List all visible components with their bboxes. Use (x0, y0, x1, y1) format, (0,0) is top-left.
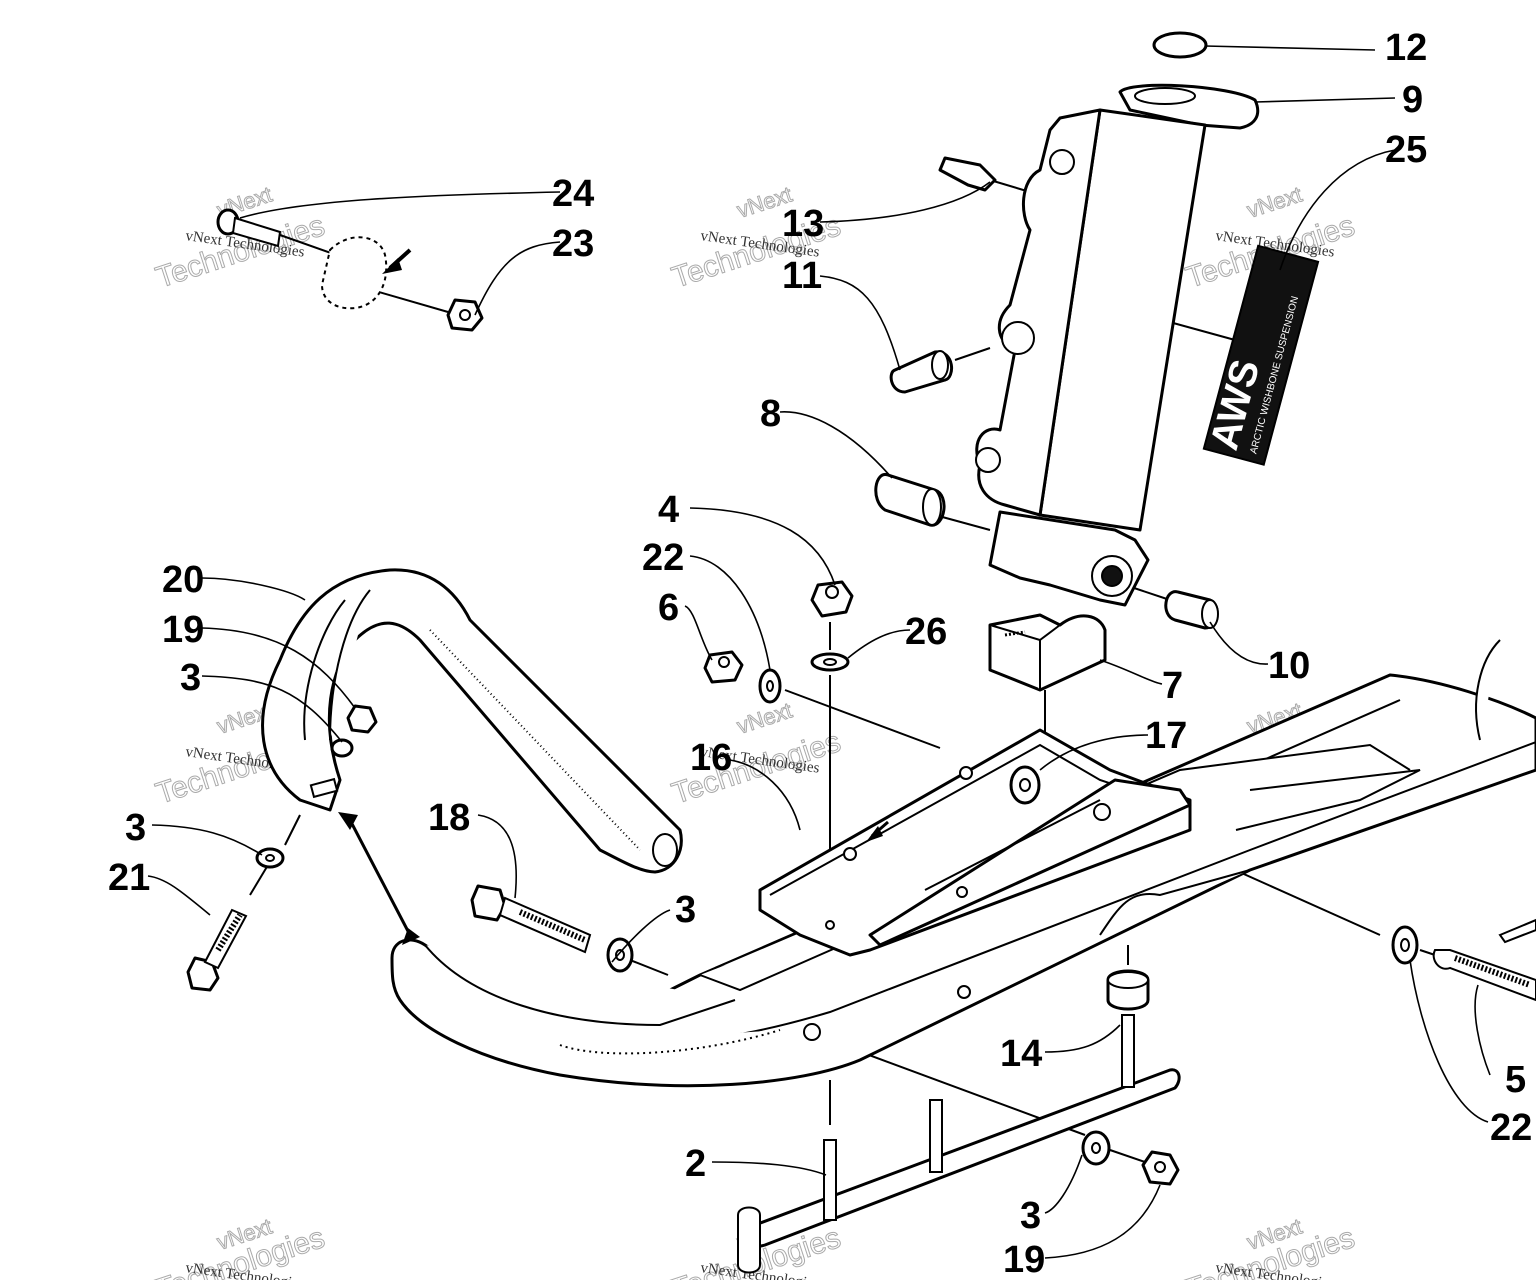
cap-12 (1152, 31, 1208, 59)
callout-19-top: 19 (162, 609, 204, 651)
callout-7: 7 (1162, 665, 1183, 707)
callout-3-front: 3 (675, 889, 696, 931)
callout-12: 12 (1385, 27, 1427, 69)
watermark-bottom-right: vNext Technologies vNext Technologies (1181, 1213, 1359, 1280)
washer-22-top (758, 668, 782, 704)
nut-23 (446, 298, 484, 332)
callout-6: 6 (658, 587, 679, 629)
callout-18: 18 (428, 797, 470, 839)
callout-11: 11 (782, 255, 822, 297)
bolt-18 (470, 884, 592, 954)
wear-rod (737, 1014, 1181, 1274)
ski-loop (261, 568, 683, 874)
washer-26 (810, 652, 850, 672)
callout-25: 25 (1385, 129, 1427, 171)
svg-text:vNext: vNext (1244, 182, 1305, 223)
callout-26: 26 (905, 611, 947, 653)
nut-4 (810, 580, 854, 618)
bushing-10 (1164, 590, 1219, 630)
callout-14: 14 (1000, 1033, 1042, 1075)
callout-3-left-top: 3 (180, 657, 201, 699)
callout-23: 23 (552, 223, 594, 265)
spindle-bracket (758, 728, 1192, 957)
callout-3-bottom: 3 (1020, 1195, 1041, 1237)
bushing-11 (889, 350, 954, 394)
callout-21: 21 (108, 857, 150, 899)
callout-20: 20 (162, 559, 204, 601)
grease-fitting-13 (938, 156, 997, 192)
callout-22-right: 22 (1490, 1107, 1532, 1149)
callout-8: 8 (760, 393, 781, 435)
callout-9: 9 (1402, 79, 1423, 121)
washer-22-right (1391, 925, 1419, 965)
washer-17 (1009, 765, 1041, 805)
callout-13: 13 (782, 203, 824, 245)
callout-5: 5 (1505, 1059, 1526, 1101)
nut-19-top (346, 704, 378, 734)
washer-3-left-bottom (255, 847, 285, 869)
bushing-8 (874, 473, 946, 527)
callout-3-left-bottom: 3 (125, 807, 146, 849)
watermark-top-left: vNext Technologies vNext Technologies (151, 181, 329, 295)
callout-19-bottom: 19 (1003, 1239, 1045, 1280)
leader-lines (147, 45, 1491, 1259)
washer-3-bottom (1081, 1130, 1111, 1166)
bolt-21 (186, 908, 248, 992)
double-arrow (338, 812, 420, 945)
callout-2: 2 (685, 1143, 706, 1185)
svg-text:vNext: vNext (734, 698, 795, 739)
washer-3-left-top (330, 738, 354, 758)
callout-17: 17 (1145, 715, 1187, 757)
rubber-block-7 (988, 613, 1107, 692)
nut-19-bottom (1141, 1150, 1180, 1186)
spindle-housing (975, 83, 1260, 607)
callout-numbers: 12 9 25 24 23 13 11 8 4 22 26 6 20 19 3 … (108, 27, 1532, 1280)
spacer-14 (1106, 969, 1150, 1011)
bolt-5 (1432, 918, 1536, 1002)
callout-4: 4 (658, 489, 679, 531)
bolt-24 (216, 208, 412, 310)
callout-10: 10 (1268, 645, 1310, 687)
watermark-bottom-left: vNext Technologies vNext Technologies (151, 1213, 329, 1280)
callout-24: 24 (552, 173, 594, 215)
callout-16: 16 (690, 737, 732, 779)
callout-22-top: 22 (642, 537, 684, 579)
